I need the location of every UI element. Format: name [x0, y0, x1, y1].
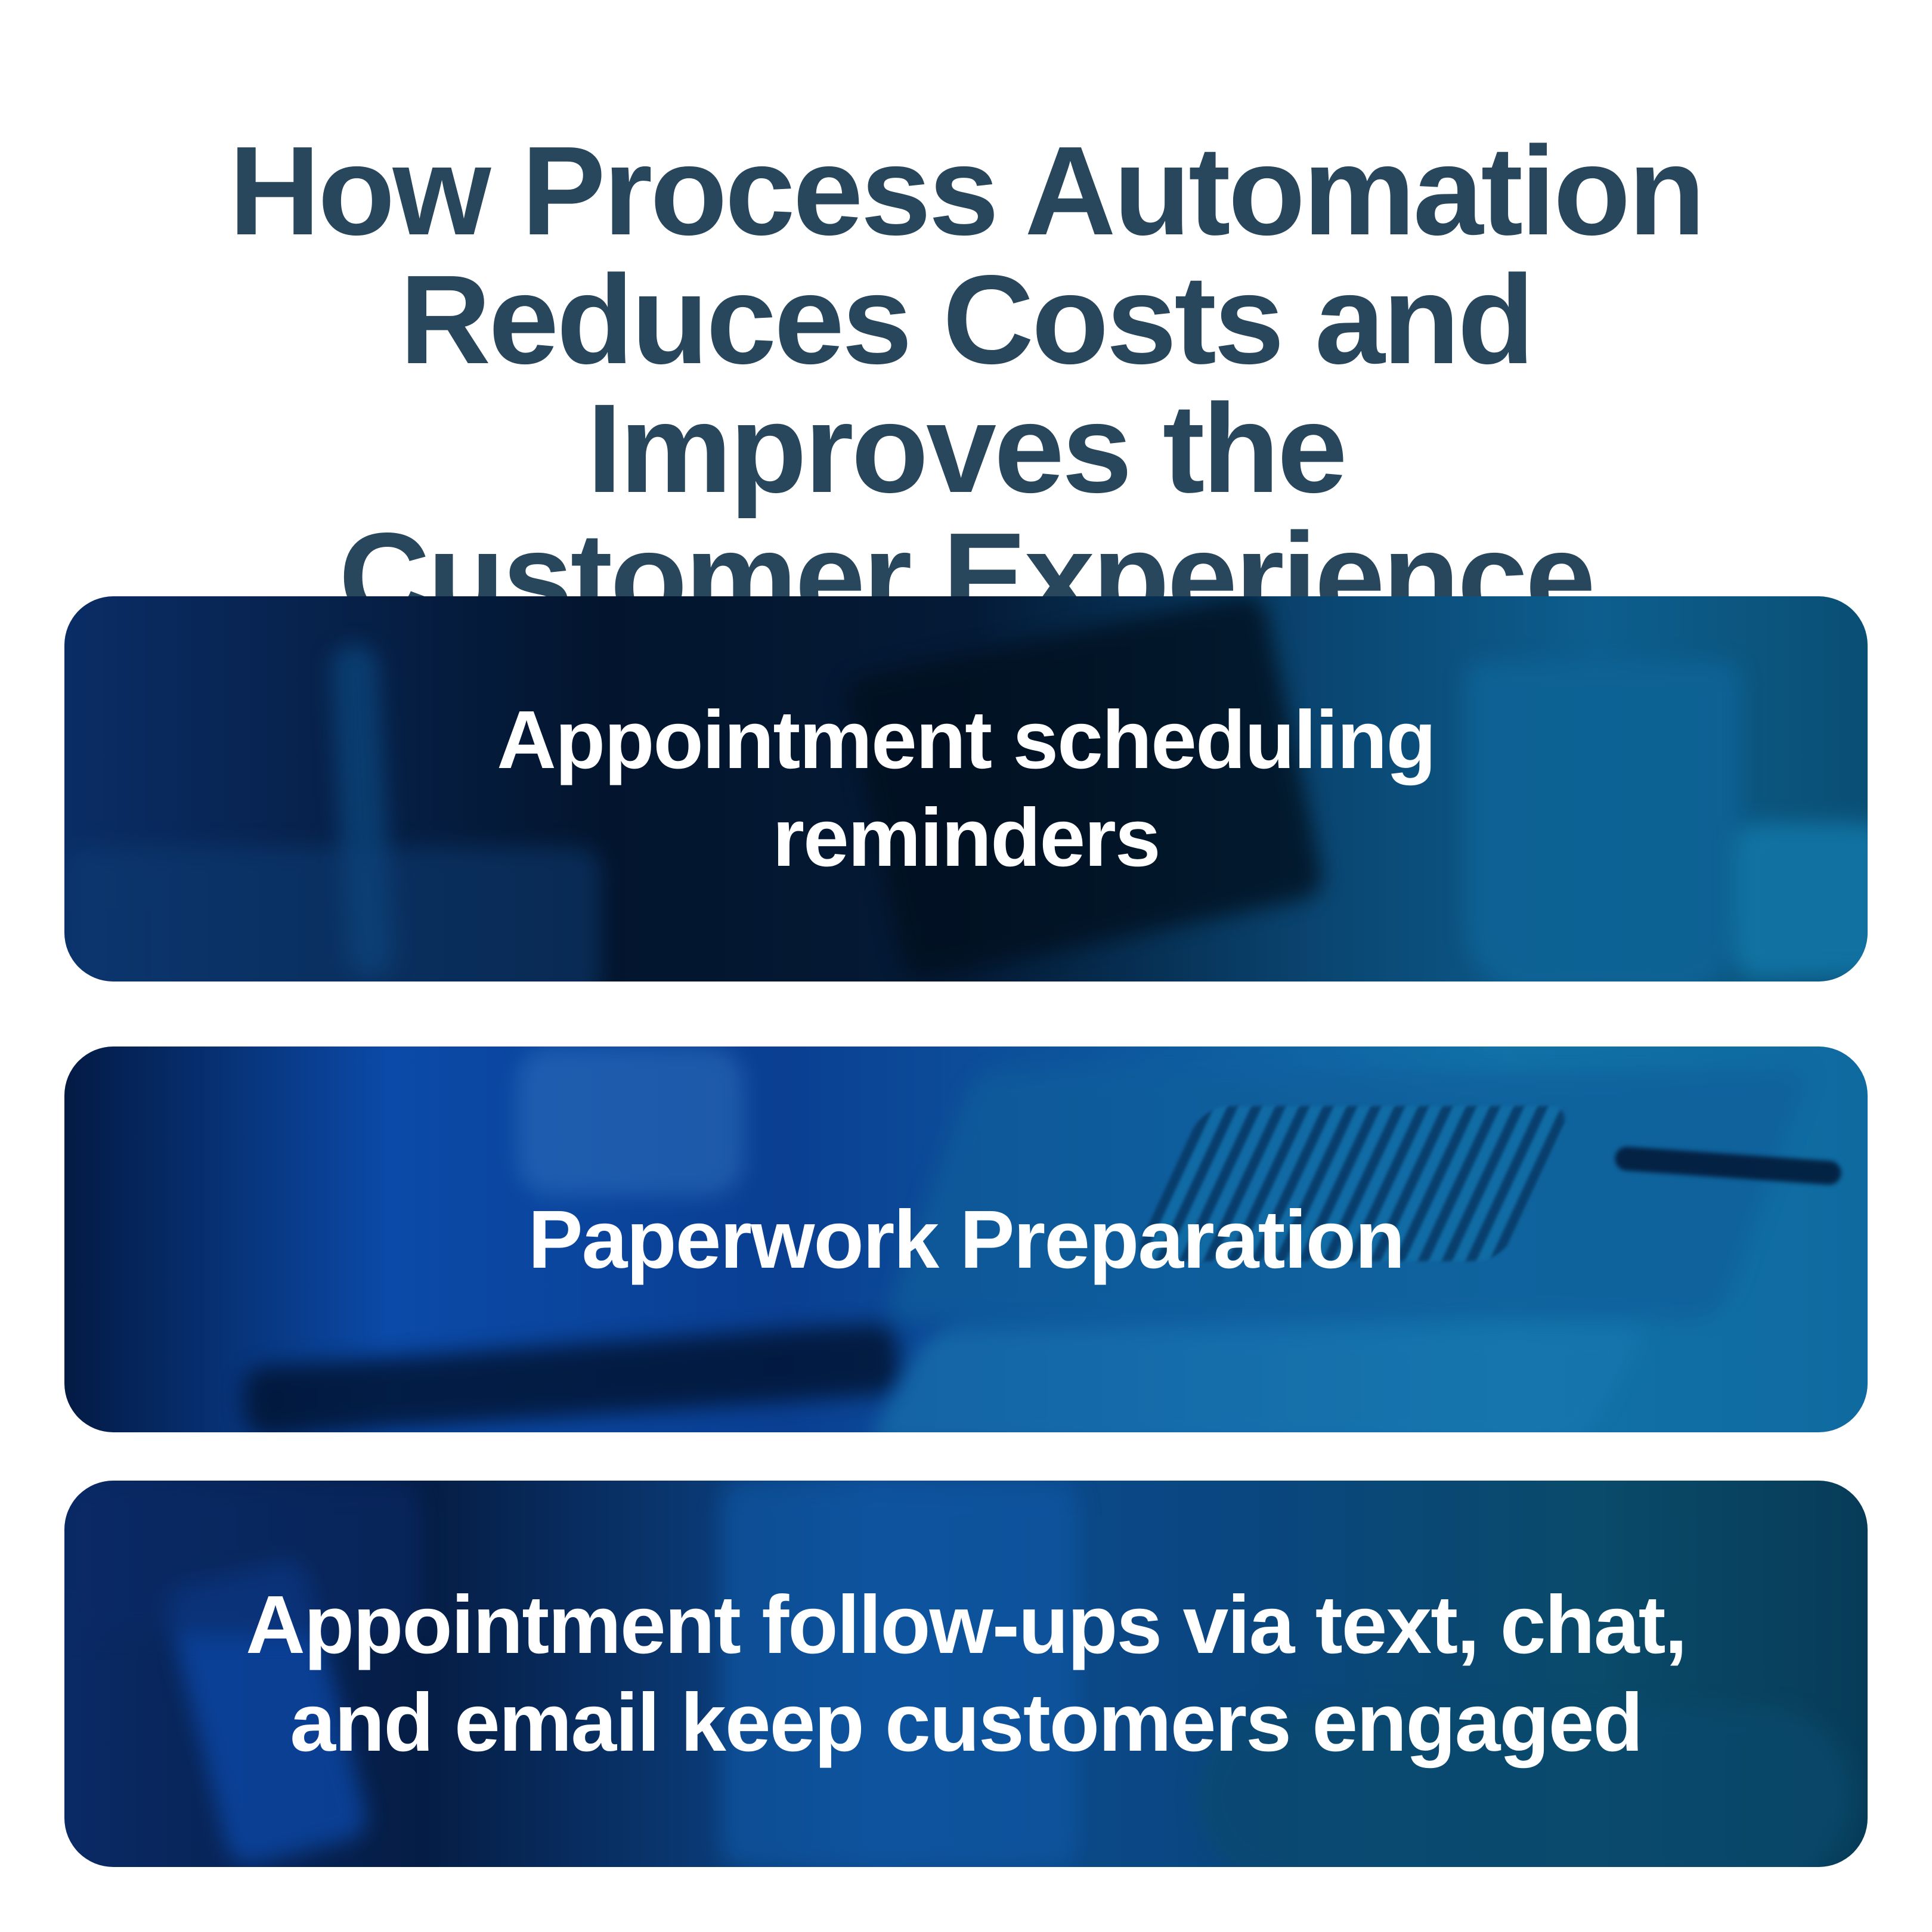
page-title: How Process Automation Reduces Costs and…	[0, 126, 1932, 642]
title-line-1: How Process Automation	[228, 120, 1705, 262]
card-label: Appointment scheduling reminders	[64, 596, 1868, 982]
card-photo-phone-mug	[64, 596, 1868, 982]
card-appointment-reminders: Appointment scheduling reminders	[64, 596, 1868, 982]
card-1-line-1: Appointment scheduling	[497, 694, 1436, 786]
card-3-line-2: and email keep customers engaged	[290, 1677, 1643, 1769]
card-label: Appointment follow-ups via text, chat, a…	[64, 1481, 1868, 1867]
card-1-line-2: reminders	[772, 792, 1160, 884]
title-line-3: Improves the	[587, 377, 1348, 519]
card-appointment-follow-ups: Appointment follow-ups via text, chat, a…	[64, 1481, 1868, 1867]
card-paperwork-preparation: Paperwork Preparation	[64, 1046, 1868, 1432]
card-2-line-1: Paperwork Preparation	[528, 1193, 1405, 1286]
title-line-2: Reduces Costs and	[400, 249, 1534, 391]
card-photo-laptop-desk	[64, 1046, 1868, 1432]
card-label: Paperwork Preparation	[64, 1046, 1868, 1432]
card-photo-couch-phone	[64, 1481, 1868, 1867]
card-3-line-1: Appointment follow-ups via text, chat,	[246, 1579, 1688, 1671]
